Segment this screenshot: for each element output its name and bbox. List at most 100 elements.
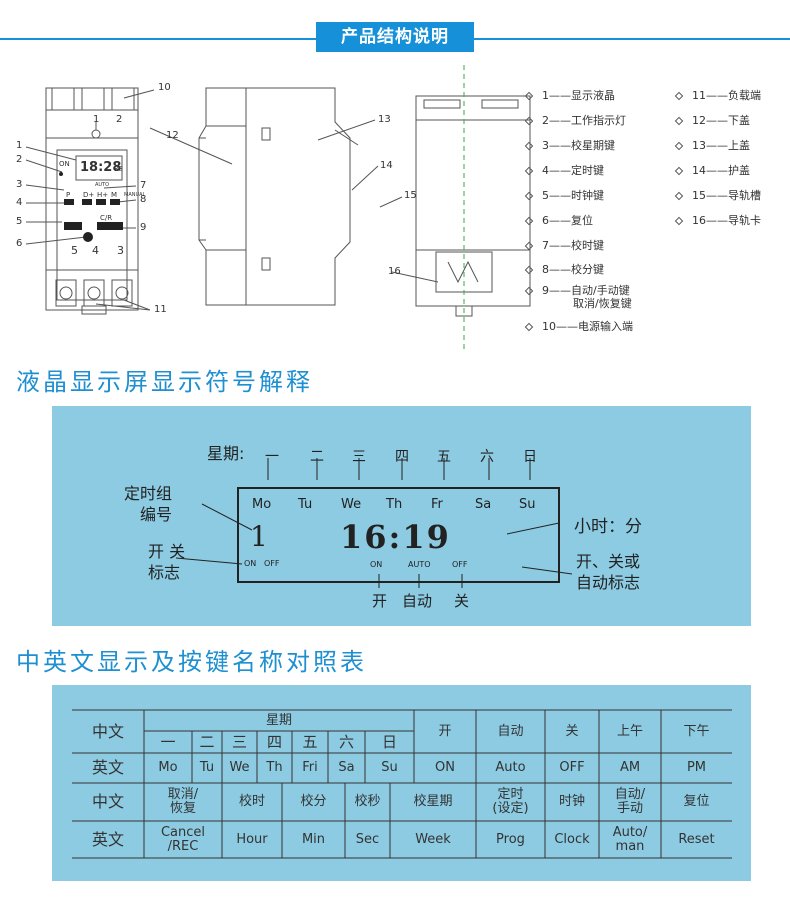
callout-5: 5 [16, 216, 23, 227]
table-key-en-reset: Reset [678, 831, 715, 847]
table-key-en-clock: Clock [554, 831, 590, 847]
table-en-on: ON [435, 760, 455, 775]
table-en-auto: Auto [495, 760, 526, 775]
table-weekday-cn-1: 一 [160, 733, 176, 751]
terminal-1-label: 1 [93, 114, 100, 125]
callout-3: 3 [16, 179, 23, 190]
table-key-cn-cancel: 取消/ 恢复 [167, 787, 199, 816]
lcd-time: 16:19 [340, 518, 451, 556]
button-h-label: H+ [97, 191, 109, 199]
rear-device-outline [415, 95, 531, 307]
legend-item-15: 15——导轨槽 [674, 187, 761, 203]
front-lcd [75, 155, 123, 181]
button-clock [64, 222, 82, 230]
weekday-cn-3: 三 [352, 449, 366, 465]
weekday-cn-2: 二 [310, 449, 324, 465]
legend-item-11: 11——负载端 [674, 87, 761, 103]
legend-item-6: 6——复位 [524, 212, 593, 228]
weekday-label: 星期: [207, 444, 245, 463]
weekday-cn-6: 六 [480, 449, 494, 465]
front-lcd-sec: 38 [114, 165, 123, 173]
lcd-weekday-en-2: Tu [298, 497, 313, 512]
lcd-group-off: OFF [264, 559, 280, 568]
terminal-5-label: 5 [71, 244, 78, 257]
lcd-weekday-en-1: Mo [252, 497, 272, 512]
legend-item-8: 8——校分键 [524, 261, 604, 277]
table-key-cn-sec: 校秒 [354, 794, 381, 809]
weekday-header: 星期 [265, 712, 292, 728]
table-weekday-cn-3: 三 [231, 733, 247, 751]
onoff-label-line2: 标志 [148, 563, 181, 582]
lcd-weekday-en-6: Sa [475, 497, 492, 512]
table-weekday-cn-6: 六 [338, 733, 354, 751]
row-header-cn-1: 中文 [91, 721, 124, 741]
table-key-en-sec: Sec [355, 831, 380, 847]
button-cr-label: C/R [100, 214, 113, 222]
table-weekday-en-6: Sa [338, 760, 355, 775]
lcd-mode-off: OFF [452, 560, 468, 569]
legend-item-12: 12——下盖 [674, 112, 750, 128]
table-weekday-en-5: Fri [302, 760, 318, 775]
bottom-on-label: 开 [372, 592, 388, 610]
lcd-weekday-en-5: Fr [431, 497, 443, 512]
table-key-en-prog: Prog [496, 831, 525, 847]
table-grid-lines [72, 709, 732, 859]
lcd-section-title: 液晶显示屏显示符号解释 [16, 368, 313, 396]
callout-9: 9 [140, 222, 147, 233]
terminal-4-label: 4 [92, 244, 99, 257]
front-panel [56, 149, 128, 301]
lcd-mode-on: ON [370, 560, 383, 569]
button-d-label: D+ [83, 191, 95, 199]
front-lcd-time: 18:28 [80, 160, 122, 175]
table-cn-am: 上午 [616, 723, 643, 739]
lcd-group-on: ON [244, 559, 257, 568]
table-key-en-min: Min [301, 831, 326, 847]
lcd-screen-illustration [237, 487, 560, 583]
callout-16: 16 [388, 266, 401, 277]
callout-7: 7 [140, 180, 147, 191]
table-en-am: AM [619, 760, 641, 775]
side-device-outline [198, 87, 351, 306]
weekday-cn-1: 一 [265, 449, 279, 465]
on-indicator-label: ON [59, 160, 70, 168]
button-manual-label: MANUAL [124, 192, 146, 198]
callout-10: 10 [158, 82, 171, 93]
legend-item-14: 14——护盖 [674, 162, 750, 178]
callout-11: 11 [154, 304, 167, 315]
table-weekday-cn-2: 二 [199, 733, 215, 751]
table-weekday-en-4: Th [266, 760, 283, 775]
callout-15: 15 [404, 190, 417, 201]
onoff-label-line1: 开 关 [148, 542, 186, 561]
section-banner: 产品结构说明 [316, 22, 474, 52]
table-section-title: 中英文显示及按键名称对照表 [16, 648, 367, 676]
table-cn-off: 关 [565, 723, 579, 739]
table-weekday-en-7: Su [381, 760, 398, 775]
table-key-cn-week: 校星期 [413, 794, 453, 809]
terminal-3-label: 3 [117, 244, 124, 257]
group-label-line1: 定时组 [124, 484, 173, 503]
table-key-en-hour: Hour [236, 831, 268, 847]
work-indicator-led [59, 172, 63, 176]
lcd-mode-auto: AUTO [408, 560, 431, 569]
button-reset [83, 232, 93, 242]
callout-1: 1 [16, 140, 23, 151]
button-p-label: P [66, 191, 71, 199]
button-auto-manual [97, 222, 123, 230]
table-key-en-auto-manual: Auto/ man [612, 824, 648, 854]
legend-item-7: 7——校时键 [524, 237, 604, 253]
legend-item-16: 16——导轨卡 [674, 212, 761, 228]
callout-6: 6 [16, 238, 23, 249]
weekday-cn-5: 五 [437, 449, 451, 465]
row-header-en-2: 英文 [91, 829, 124, 849]
legend-item-9: 9——自动/手动键取消/恢复键 [524, 284, 632, 310]
structure-diagram: 1 2 5 4 3 ON 18:28 38 AUTO P D+ H+ M MAN… [0, 60, 790, 350]
table-key-cn-prog: 定时 (设定) [492, 787, 529, 816]
callout-13: 13 [378, 114, 391, 125]
row-header-en-1: 英文 [91, 758, 124, 777]
legend-item-13: 13——上盖 [674, 137, 750, 153]
table-en-off: OFF [559, 760, 585, 775]
structure-drawings [25, 65, 531, 350]
table-weekday-en-3: We [229, 760, 250, 775]
table-weekday-en-2: Tu [199, 760, 215, 775]
callout-4: 4 [16, 197, 23, 208]
